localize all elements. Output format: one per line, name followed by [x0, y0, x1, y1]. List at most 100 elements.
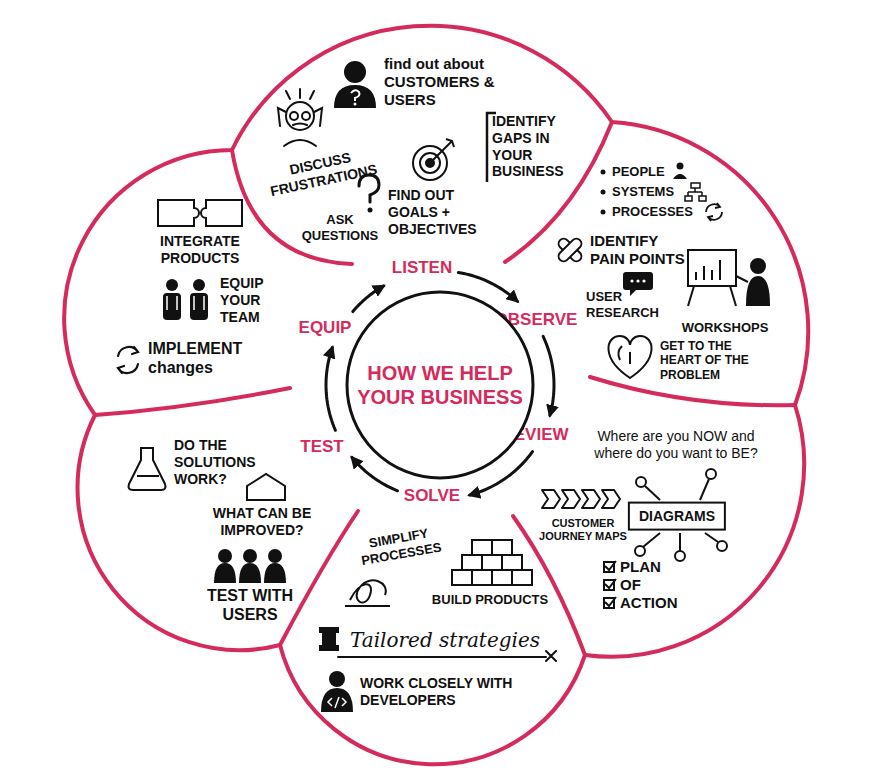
- center-title: HOW WE HELP YOUR BUSINESS: [353, 361, 528, 409]
- people-icon: [673, 174, 687, 179]
- journey-chevrons: [542, 490, 560, 508]
- bricks-icon: [502, 555, 522, 570]
- team-icon: [163, 279, 208, 320]
- box-label: DIAGRAMS: [639, 508, 715, 525]
- frustrated-man-icon: [278, 89, 322, 146]
- bricks-icon: [512, 570, 532, 585]
- heart-icon: [608, 336, 651, 378]
- cycle-arrow: [543, 336, 554, 415]
- scribble-icon: [345, 580, 390, 606]
- bricks-icon: [472, 540, 492, 555]
- users-icon: [218, 549, 232, 563]
- diagram-branches: [706, 469, 716, 479]
- frustrated-man-icon: [302, 112, 310, 120]
- diagram-branches: [635, 469, 727, 561]
- processes-icon: [706, 203, 722, 221]
- cloud-lobe: EQUIP INTEGRATE PRODUCTS EQUIP YOUR TEAM IM…: [80, 160, 370, 420]
- bricks-icon: [492, 570, 512, 585]
- cycle-icon: [118, 347, 138, 373]
- people-icon: [673, 163, 687, 180]
- diagram-branches: [636, 477, 646, 487]
- customer-icon: [354, 103, 357, 106]
- cycle-icon: [118, 347, 138, 373]
- team-icon: [193, 279, 205, 291]
- speech-bubble-icon: [623, 272, 653, 296]
- cloud-lobe: OBSERVEPEOPLESYSTEMSPROCESSESIDENTIFY PA…: [490, 120, 790, 410]
- users-icon: [264, 563, 286, 583]
- cloud-lobe: SOLVESIMPLIFY PROCESSESBUILD PRODUCTSTai…: [280, 480, 590, 750]
- bandage-icon: [557, 237, 584, 264]
- customer-icon: [344, 61, 366, 83]
- note-text: IMPLEMENT changes: [148, 339, 298, 377]
- stage-label: LISTEN: [392, 258, 452, 278]
- journey-chevrons: [542, 490, 620, 508]
- note-text: INTEGRATE PRODUCTS: [145, 233, 255, 267]
- frustrated-man-icon: [286, 102, 314, 130]
- puzzle-icon: [158, 200, 242, 226]
- note-text: IDENTIFY GAPS IN YOUR BUSINESS: [492, 113, 572, 180]
- note-text: WHAT CAN BE IMPROVED?: [202, 505, 322, 539]
- team-icon: [166, 279, 178, 291]
- note-text: EQUIP YOUR TEAM: [220, 275, 285, 325]
- note-text: DISCUSS FRUSTRATIONS: [257, 143, 386, 202]
- checkboxes: [605, 561, 616, 606]
- note-text: PLAN OF ACTION: [620, 558, 682, 612]
- users-icon: [214, 563, 236, 583]
- checkboxes: [604, 561, 616, 608]
- speech-bubble-icon: [630, 279, 633, 282]
- users-icon: [214, 549, 286, 583]
- puzzle-icon: [201, 200, 242, 226]
- team-icon: [190, 293, 208, 320]
- flask-icon: [129, 448, 166, 490]
- puzzle-icon: [158, 200, 199, 226]
- bullet-dots: [601, 190, 606, 195]
- diagram-branches: [635, 546, 645, 556]
- workshop-icon: [747, 277, 769, 305]
- cloud-outline: [64, 26, 808, 765]
- developer-icon: [329, 671, 345, 687]
- bandage-icon: [550, 230, 590, 270]
- stage-label: TEST: [300, 437, 343, 457]
- note-text: GET TO THE HEART OF THE PROBLEM: [660, 339, 760, 382]
- note-text: WORK CLOSELY WITH DEVELOPERS: [360, 675, 525, 709]
- processes-icon: [706, 203, 722, 221]
- bricks-icon: [452, 570, 472, 585]
- flask-icon: [137, 475, 159, 477]
- thread-spool-icon: [338, 651, 556, 661]
- cycle-arrow: [353, 286, 384, 312]
- thread-spool-icon: [320, 628, 556, 661]
- speech-bubble-icon: [642, 279, 645, 282]
- script-text: Tailored strategies: [350, 628, 540, 652]
- center-circle: HOW WE HELP YOUR BUSINESS: [345, 290, 535, 480]
- diagram-box: DIAGRAMS: [628, 502, 726, 531]
- circle-outline: [345, 290, 535, 480]
- note-text: BUILD PRODUCTS: [432, 592, 548, 608]
- note-text: CUSTOMER JOURNEY MAPS: [538, 517, 628, 543]
- team-icon: [163, 293, 181, 320]
- note-text: DO THE SOLUTIONS WORK?: [174, 437, 269, 487]
- diagram-branches: [717, 541, 727, 551]
- circle-outline: [347, 292, 533, 478]
- developer-icon: [328, 697, 346, 708]
- note-text: ASK QUESTIONS: [295, 212, 385, 243]
- people-icon: [677, 163, 684, 170]
- users-icon: [243, 549, 257, 563]
- workshop-icon: [688, 260, 748, 306]
- diagram-branches: [675, 551, 685, 561]
- customer-icon: [334, 61, 376, 108]
- systems-icon: [699, 196, 706, 201]
- systems-icon: [688, 188, 702, 196]
- workshop-icon: [688, 250, 736, 286]
- bricks-icon: [462, 555, 482, 570]
- bullet-dots: [601, 170, 606, 215]
- stage-label: EQUIP: [299, 318, 352, 338]
- improve-arrow-icon: [247, 474, 285, 500]
- cycle-arrow: [326, 348, 335, 431]
- developer-icon: [321, 671, 353, 712]
- note-text: PROCESSES: [612, 204, 693, 220]
- note-text: Where are you NOW and where do you want …: [581, 428, 771, 462]
- journey-chevrons: [602, 490, 620, 508]
- thread-spool-icon: [323, 632, 335, 646]
